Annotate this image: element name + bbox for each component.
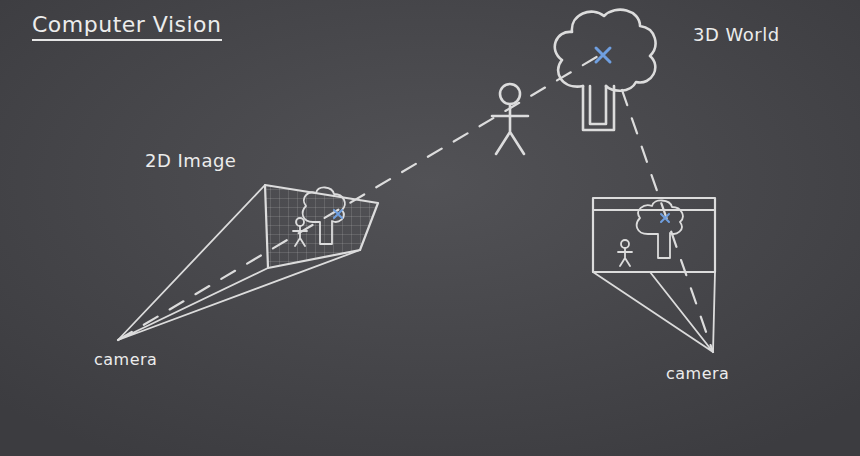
- world-label: 3D World: [693, 24, 780, 45]
- title: Computer Vision: [32, 12, 222, 41]
- image-tree: [293, 187, 345, 246]
- projection-ray: [118, 55, 600, 340]
- projection-ray-right: [622, 90, 713, 352]
- image-tree-right: [618, 200, 683, 266]
- stick-person: [492, 84, 528, 154]
- tree-crown: [555, 10, 656, 91]
- tree-trunk: [583, 86, 614, 130]
- image-label: 2D Image: [145, 150, 236, 171]
- camera-label: camera: [94, 350, 157, 369]
- image-plane-right: [593, 198, 715, 272]
- point-marker: [334, 48, 669, 222]
- frustum-lines-right: [593, 272, 715, 352]
- camera-label: camera: [666, 364, 729, 383]
